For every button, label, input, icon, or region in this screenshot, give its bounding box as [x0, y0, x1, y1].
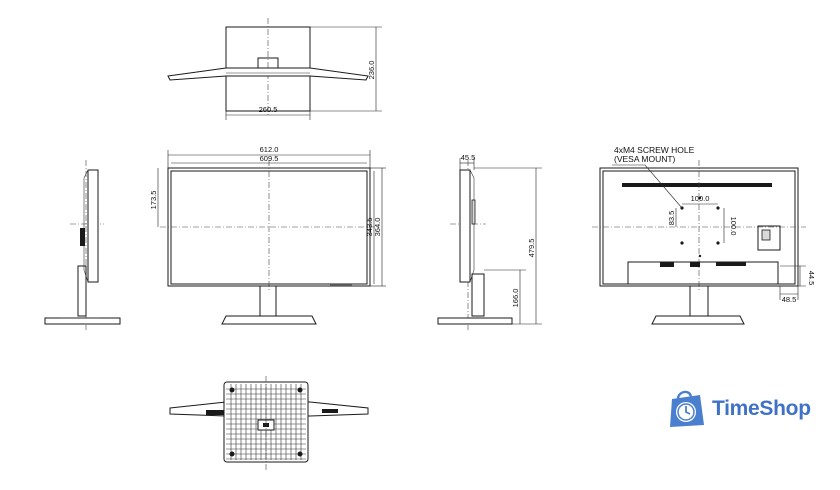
annotation-line-1: 4xM4 SCREW HOLE [614, 145, 695, 155]
dim-front-panel-height: 343.5 [365, 218, 374, 237]
dim-side-depth: 45.5 [461, 153, 476, 162]
dim-front-total-panel-height: 364.0 [373, 218, 382, 237]
dim-front-bezel-top: 173.5 [149, 191, 158, 210]
dim-front-panel-width: 609.5 [260, 154, 279, 163]
dim-back-port-height: 44.5 [807, 271, 816, 286]
dim-side-total-height: 479.5 [527, 239, 536, 258]
brand-logo: TimeShop [664, 388, 834, 430]
annotation-line-2: (VESA MOUNT) [614, 154, 676, 164]
dim-back-vesa-offset: 83.5 [667, 211, 676, 226]
brand-name: TimeShop [712, 397, 811, 420]
dim-back-vesa-v: 100.0 [729, 217, 738, 236]
right-side-view: 45.5 479.5 166.0 [437, 153, 542, 330]
bottom-view [169, 376, 369, 470]
dim-top-base-width: 260.5 [259, 105, 278, 114]
left-side-view [44, 160, 121, 330]
dim-back-port-offset: 48.5 [782, 295, 797, 304]
dim-side-stand-height: 166.0 [511, 289, 520, 308]
dim-top-depth: 236.0 [367, 61, 376, 80]
top-view: 236.0 260.5 [167, 18, 382, 120]
dim-front-total-width: 612.0 [260, 145, 279, 154]
dim-back-vesa-h: 100.0 [691, 194, 710, 203]
front-view: 612.0 609.5 173.5 343.5 364.0 [149, 145, 386, 325]
back-view: 100.0 100.0 83.5 44.5 48.5 4xM4 SCREW HO… [592, 145, 816, 325]
shopping-bag-clock-icon [664, 389, 708, 429]
